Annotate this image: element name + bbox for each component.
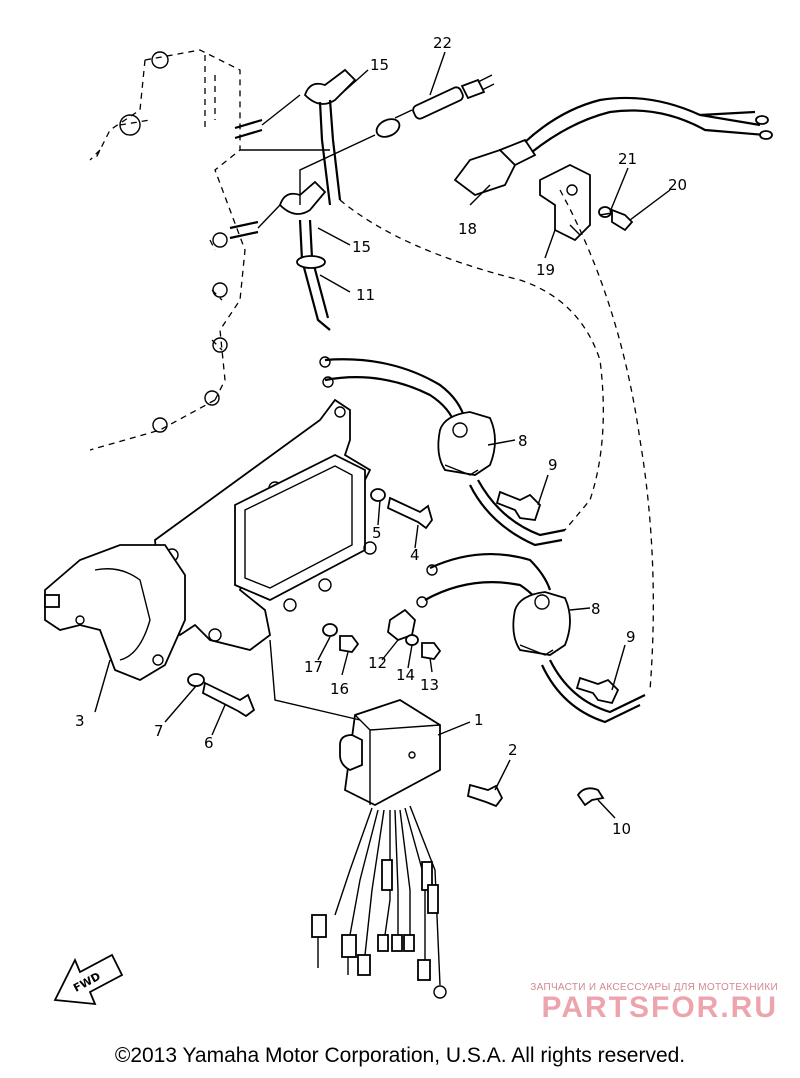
callout-13: 13 <box>420 676 439 694</box>
stop-switch-18 <box>453 96 773 197</box>
callout-labels: 1 2 3 4 5 6 7 8 8 9 9 10 11 12 13 14 15 … <box>75 34 687 838</box>
bolt-9-lower <box>575 676 620 705</box>
bracket-3 <box>44 544 186 682</box>
bolt-6 <box>201 681 256 718</box>
callout-18: 18 <box>458 220 477 238</box>
washer-21-screw-20 <box>598 206 634 232</box>
callout-14: 14 <box>396 666 415 684</box>
bolt-16 <box>339 635 360 653</box>
cdi-unit-1 <box>269 639 441 807</box>
washer-5 <box>370 488 386 502</box>
callout-12: 12 <box>368 654 387 672</box>
lead-wire-22 <box>240 74 495 205</box>
callout-1: 1 <box>474 711 484 729</box>
callout-9-lower: 9 <box>626 628 636 646</box>
bolt-4 <box>386 496 433 530</box>
callout-10: 10 <box>612 820 631 838</box>
clamp-10 <box>576 787 605 807</box>
callout-20: 20 <box>668 176 687 194</box>
cdi-unit-box-outline <box>234 453 377 612</box>
engine-block-outline <box>89 49 263 451</box>
washer-7 <box>187 673 205 687</box>
callout-22: 22 <box>433 34 452 52</box>
callout-3: 3 <box>75 712 85 730</box>
callout-15-upper: 15 <box>370 56 389 74</box>
callout-7: 7 <box>154 722 164 740</box>
fwd-arrow: FWD <box>53 953 124 1006</box>
leader-lines <box>94 51 671 819</box>
exploded-parts-diagram: FWD 1 2 3 4 5 6 7 8 <box>44 34 773 1006</box>
washer-17 <box>322 623 338 637</box>
cdi-wire-harness <box>311 805 447 999</box>
screw-2 <box>466 783 504 808</box>
callout-16: 16 <box>330 680 349 698</box>
callout-2: 2 <box>508 741 518 759</box>
callout-21: 21 <box>618 150 637 168</box>
callout-19: 19 <box>536 261 555 279</box>
watermark: ЗАПЧАСТИ И АКСЕССУАРЫ ДЛЯ МОТОТЕХНИКИ PA… <box>530 982 778 1023</box>
washer-14 <box>405 634 419 646</box>
callout-8-lower: 8 <box>591 600 601 618</box>
callout-11: 11 <box>356 286 375 304</box>
ground-lead-paths <box>339 189 654 691</box>
callout-17: 17 <box>304 658 323 676</box>
bolt-9-upper <box>495 490 542 521</box>
watermark-logo: PARTSFOR.RU <box>541 991 778 1024</box>
watermark-tagline: ЗАПЧАСТИ И АКСЕССУАРЫ ДЛЯ МОТОТЕХНИКИ <box>530 982 778 993</box>
callout-9-upper: 9 <box>548 456 558 474</box>
plug-cap-15-lower <box>257 180 331 331</box>
callout-4: 4 <box>410 546 420 564</box>
switch-bracket-19 <box>539 163 591 242</box>
ignition-coil-8-lower <box>416 553 646 724</box>
copyright-footer: ©2013 Yamaha Motor Corporation, U.S.A. A… <box>114 1044 686 1067</box>
bolt-13 <box>421 642 442 660</box>
callout-8-upper: 8 <box>518 432 528 450</box>
callout-5: 5 <box>372 524 382 542</box>
callout-15-lower: 15 <box>352 238 371 256</box>
plug-cap-15-upper <box>261 68 357 206</box>
callout-6: 6 <box>204 734 214 752</box>
